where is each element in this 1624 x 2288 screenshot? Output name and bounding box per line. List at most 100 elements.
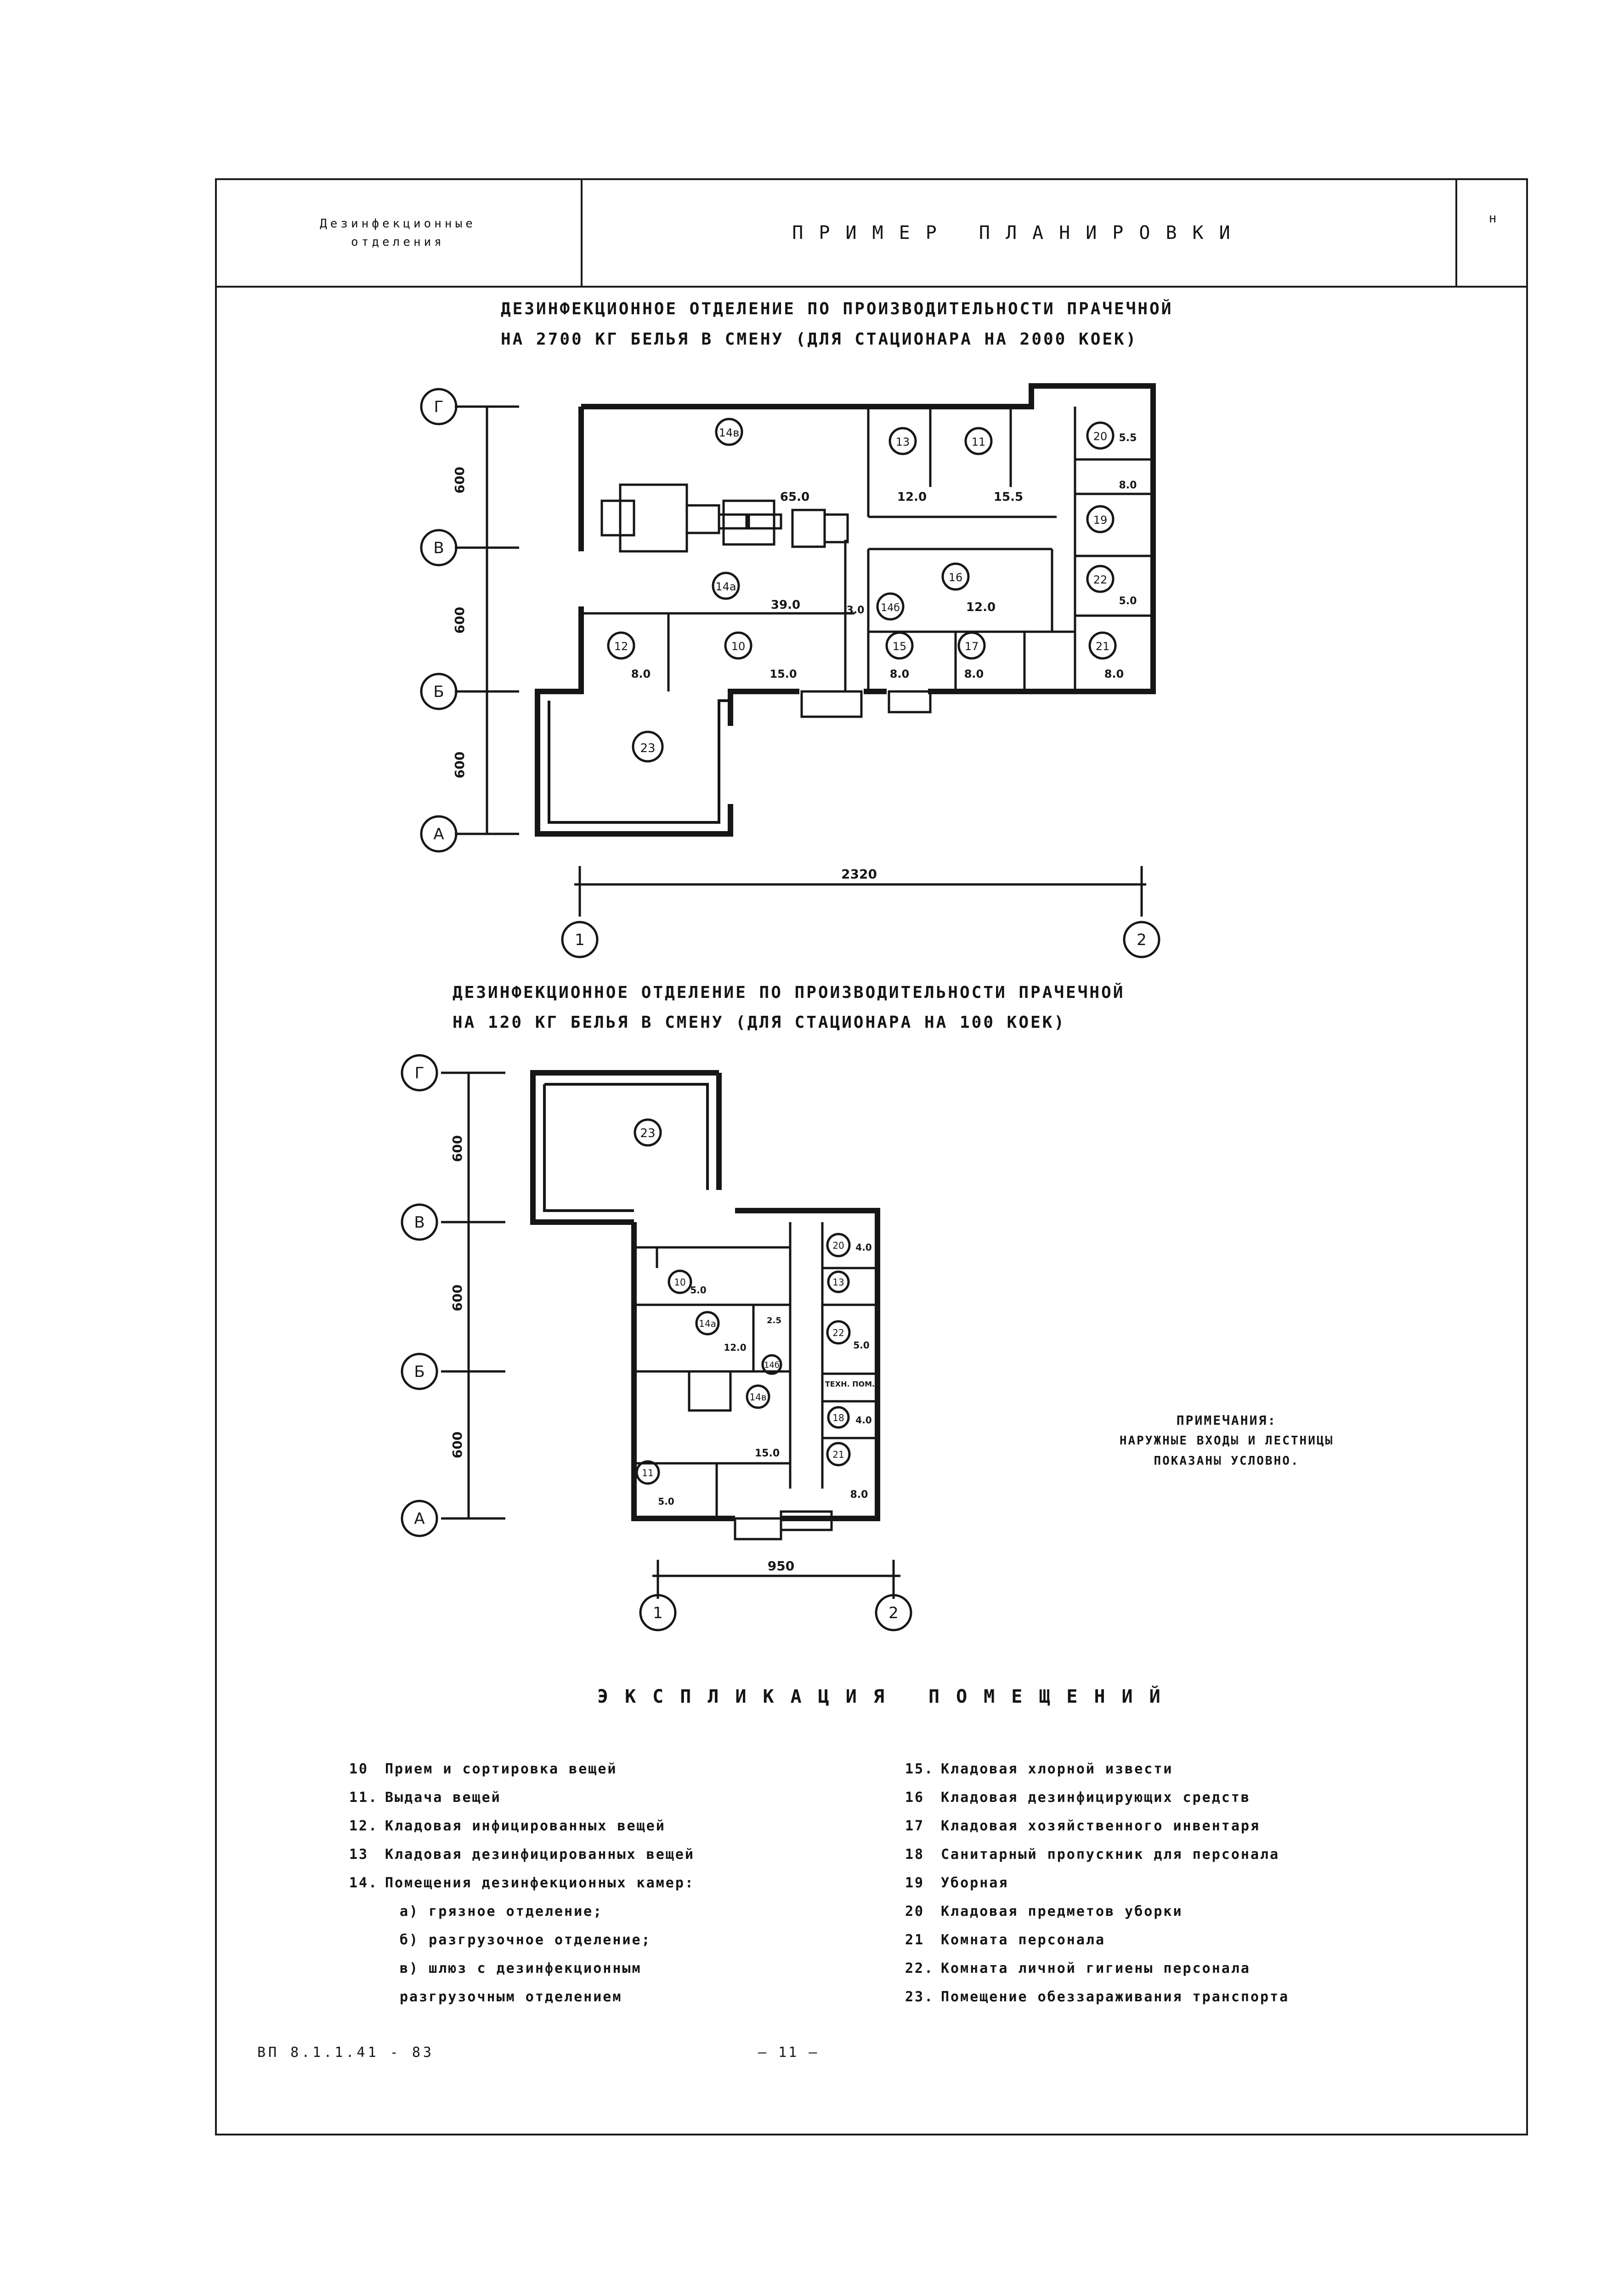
- room-area: 15.0: [770, 668, 797, 680]
- axis-or-room-marker: [876, 592, 905, 621]
- equipment-or-stair: [888, 690, 932, 714]
- legend-number: 22.: [905, 1960, 934, 1977]
- room-no: 13: [896, 436, 910, 448]
- axis-or-room-marker: [964, 427, 993, 455]
- axis-col-1: 1: [575, 931, 585, 949]
- room-no: 14а: [715, 580, 736, 593]
- header-divider: [215, 286, 1528, 288]
- dim-vertical-1: 600: [450, 1135, 465, 1162]
- room-no: 21: [1096, 640, 1110, 653]
- room-area: 2.5: [767, 1316, 781, 1325]
- room-area: 4.0: [855, 1415, 871, 1426]
- axis-or-room-marker: [1088, 631, 1117, 660]
- axis-or-room-marker: [826, 1320, 851, 1345]
- wall-or-dimension-line: [631, 1222, 735, 1521]
- room-no: 20: [832, 1240, 844, 1251]
- room-area: 8.0: [890, 668, 910, 680]
- room-no: 22: [1093, 573, 1108, 586]
- notes-line-1: НАРУЖНЫЕ ВХОДЫ И ЛЕСТНИЦЫ: [1119, 1434, 1334, 1448]
- legend-number: 17: [905, 1818, 925, 1834]
- room-area: 5.5: [1119, 432, 1137, 444]
- room-no: 12: [614, 640, 628, 653]
- room-area: 65.0: [780, 490, 809, 504]
- legend-text: Кладовая хлорной извести: [941, 1761, 1173, 1777]
- room-no: 19: [1093, 514, 1108, 527]
- notes-line-2: ПОКАЗАНЫ УСЛОВНО.: [1154, 1454, 1300, 1468]
- page-heading: ПРИМЕР ПЛАНИРОВКИ: [792, 222, 1246, 244]
- dim-vertical-1: 600: [452, 467, 467, 493]
- axis-row-V: В: [433, 539, 444, 557]
- room-area: 8.0: [964, 668, 984, 680]
- room-no: 14в: [749, 1392, 766, 1403]
- axis-or-room-marker: [401, 1054, 438, 1092]
- legend-text: разгрузочным отделением: [400, 1989, 622, 2005]
- room-no: 14б: [764, 1360, 780, 1370]
- legend-number: 15.: [905, 1761, 934, 1777]
- room-no: 23: [640, 742, 655, 755]
- axis-or-room-marker: [634, 1118, 662, 1147]
- room-area: 12.0: [897, 490, 927, 504]
- axis-or-room-marker: [635, 1460, 660, 1485]
- room-no: 10: [731, 640, 746, 653]
- legend-text: Кладовая инфицированных вещей: [385, 1818, 666, 1834]
- legend-text: а) грязное отделение;: [400, 1903, 603, 1920]
- wall-or-dimension-line: [420, 383, 1160, 958]
- room-no: 21: [832, 1449, 844, 1460]
- legend-item: в) шлюз с дезинфекционным: [349, 1954, 868, 1983]
- legend-item: 14.Помещения дезинфекционных камер:: [349, 1869, 868, 1897]
- legend-text: Комната личной гигиены персонала: [941, 1960, 1251, 1977]
- legend-number: 12.: [349, 1818, 379, 1834]
- axis-or-room-marker: [1086, 505, 1115, 533]
- legend-text: Выдача вещей: [385, 1790, 501, 1806]
- axis-col-1: 1: [653, 1604, 663, 1622]
- room-no: 16: [949, 571, 963, 584]
- legend-item: а) грязное отделение;: [349, 1897, 868, 1926]
- room-no: 20: [1093, 430, 1108, 443]
- footer-page: — 11 —: [758, 2044, 819, 2061]
- axis-or-room-marker: [827, 1270, 850, 1293]
- axis-or-room-marker: [957, 631, 986, 660]
- room-no: 22: [832, 1327, 844, 1338]
- room-area: 8.0: [1104, 668, 1124, 680]
- room-no: 13: [832, 1277, 844, 1288]
- axis-or-room-marker: [826, 1233, 851, 1257]
- legend-text: Кладовая предметов уборки: [941, 1903, 1183, 1920]
- equipment-or-stair: [780, 1510, 833, 1531]
- wall-or-dimension-line: [728, 689, 799, 726]
- equipment-or-stair: [718, 513, 748, 530]
- dim-vertical-2: 600: [452, 607, 467, 634]
- room-no: 14б: [881, 602, 900, 614]
- legend-item: б) разгрузочное отделение;: [349, 1926, 868, 1954]
- legend-number: 13: [349, 1846, 369, 1863]
- wall-or-dimension-line: Г В Б А 1 2 2320 600 600 600 14в 65.0 14…: [433, 398, 1146, 949]
- wall-or-dimension-line: [543, 1084, 634, 1212]
- room-no: 11: [972, 436, 986, 448]
- legend-text: Санитарный пропускник для персонала: [941, 1846, 1280, 1863]
- wall-or-dimension-line: [735, 1208, 880, 1521]
- dim-vertical-2: 600: [450, 1285, 465, 1311]
- equipment-or-stair: [800, 690, 863, 718]
- legend-text: б) разгрузочное отделение;: [400, 1932, 651, 1948]
- legend-item: 12. Кладовая инфицированных вещей: [349, 1812, 868, 1841]
- axis-or-room-marker: [746, 1384, 770, 1409]
- axis-or-room-marker: [715, 418, 743, 446]
- equipment-or-stair: [722, 499, 775, 546]
- axis-col-2: 2: [1137, 931, 1147, 949]
- room-area: 5.0: [1119, 595, 1137, 607]
- axis-col-2: 2: [888, 1604, 899, 1622]
- plan-small-title-1: ДЕЗИНФЕКЦИОННОЕ ОТДЕЛЕНИЕ ПО ПРОИЗВОДИТЕ…: [453, 983, 1125, 1002]
- room-no: 17: [965, 640, 979, 653]
- legend-text: Прием и сортировка вещей: [385, 1761, 617, 1777]
- room-area: 12.0: [724, 1342, 746, 1353]
- room-no: 18: [832, 1412, 844, 1423]
- dim-vertical-3: 600: [452, 752, 467, 778]
- equipment-or-stair: [600, 499, 635, 537]
- axis-or-room-marker: [420, 815, 458, 853]
- legend-text: Помещение обеззараживания транспорта: [941, 1989, 1290, 2005]
